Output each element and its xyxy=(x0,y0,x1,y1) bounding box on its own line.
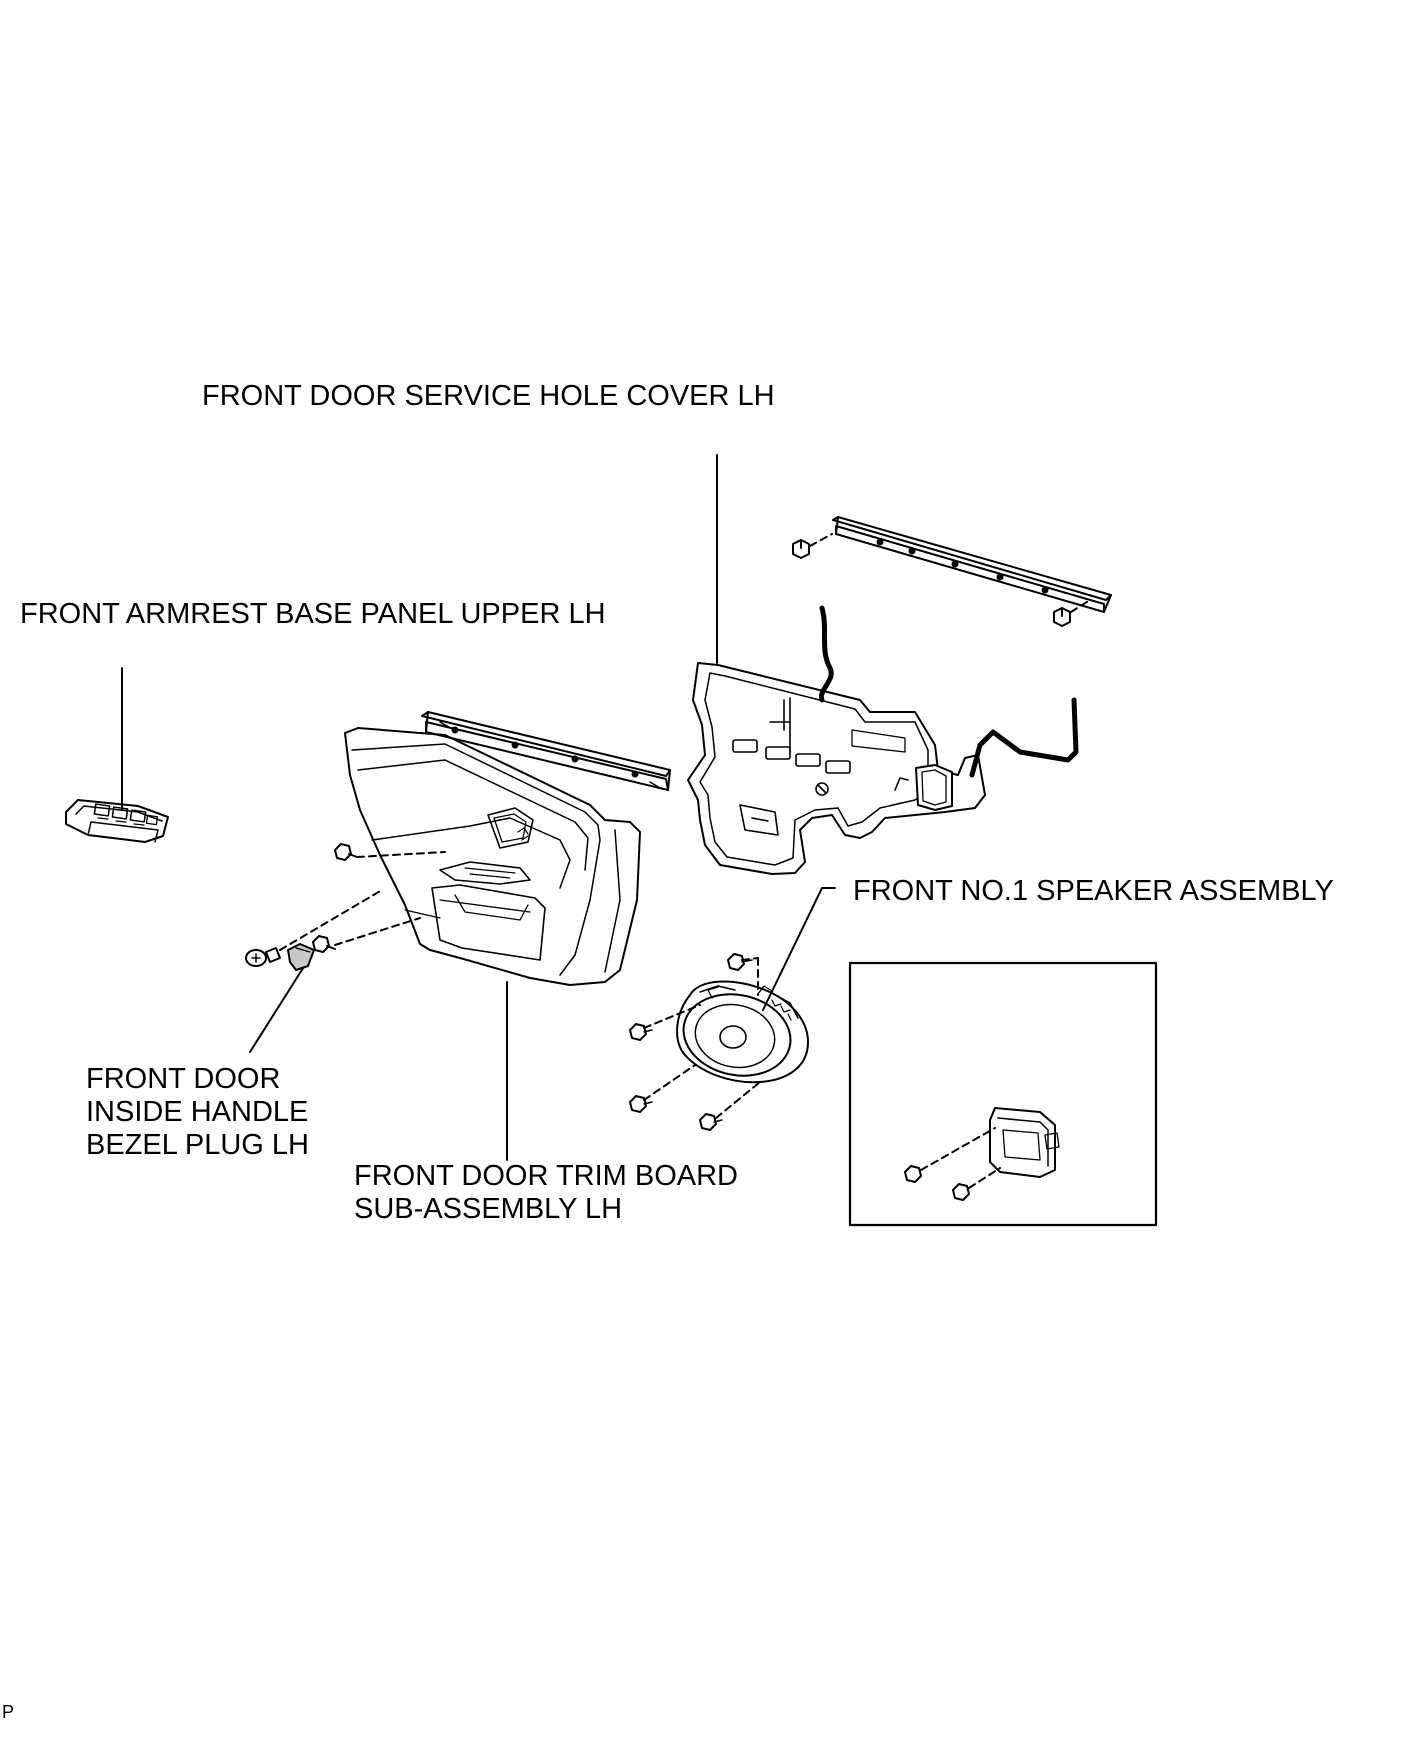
label-trim-board: FRONT DOOR TRIM BOARD SUB-ASSEMBLY LH xyxy=(354,1160,738,1226)
label-bezel-plug-line-2: INSIDE HANDLE xyxy=(86,1096,309,1128)
label-trim-board-line-2: SUB-ASSEMBLY LH xyxy=(354,1193,623,1225)
inner-weatherstrip xyxy=(421,711,671,791)
bezel-plug-part xyxy=(287,943,315,971)
wire-harness-right xyxy=(969,697,1079,778)
leader-lines xyxy=(121,454,836,1161)
wire-harness-upper xyxy=(818,605,834,703)
detail-inset xyxy=(848,961,1158,1227)
trim-board-fasteners xyxy=(245,843,446,971)
upper-weatherstrip xyxy=(792,516,1112,627)
leader-speaker-assembly xyxy=(762,887,836,1011)
service-hole-cover xyxy=(687,605,1079,875)
speaker-assembly xyxy=(629,953,809,1131)
corner-mark: P xyxy=(2,1702,15,1722)
label-trim-board-line-1: FRONT DOOR TRIM BOARD xyxy=(354,1160,738,1192)
label-speaker-assembly: FRONT NO.1 SPEAKER ASSEMBLY xyxy=(853,875,1334,907)
armrest-base-panel xyxy=(65,799,169,843)
leader-bezel-plug xyxy=(249,964,306,1053)
label-bezel-plug-line-3: BEZEL PLUG LH xyxy=(86,1129,309,1161)
label-service-hole-cover: FRONT DOOR SERVICE HOLE COVER LH xyxy=(202,380,775,412)
label-armrest-base-panel: FRONT ARMREST BASE PANEL UPPER LH xyxy=(20,598,606,630)
label-bezel-plug: FRONT DOOR INSIDE HANDLE BEZEL PLUG LH xyxy=(86,1063,309,1162)
door-trim-board xyxy=(344,727,641,986)
label-bezel-plug-line-1: FRONT DOOR xyxy=(86,1063,281,1095)
